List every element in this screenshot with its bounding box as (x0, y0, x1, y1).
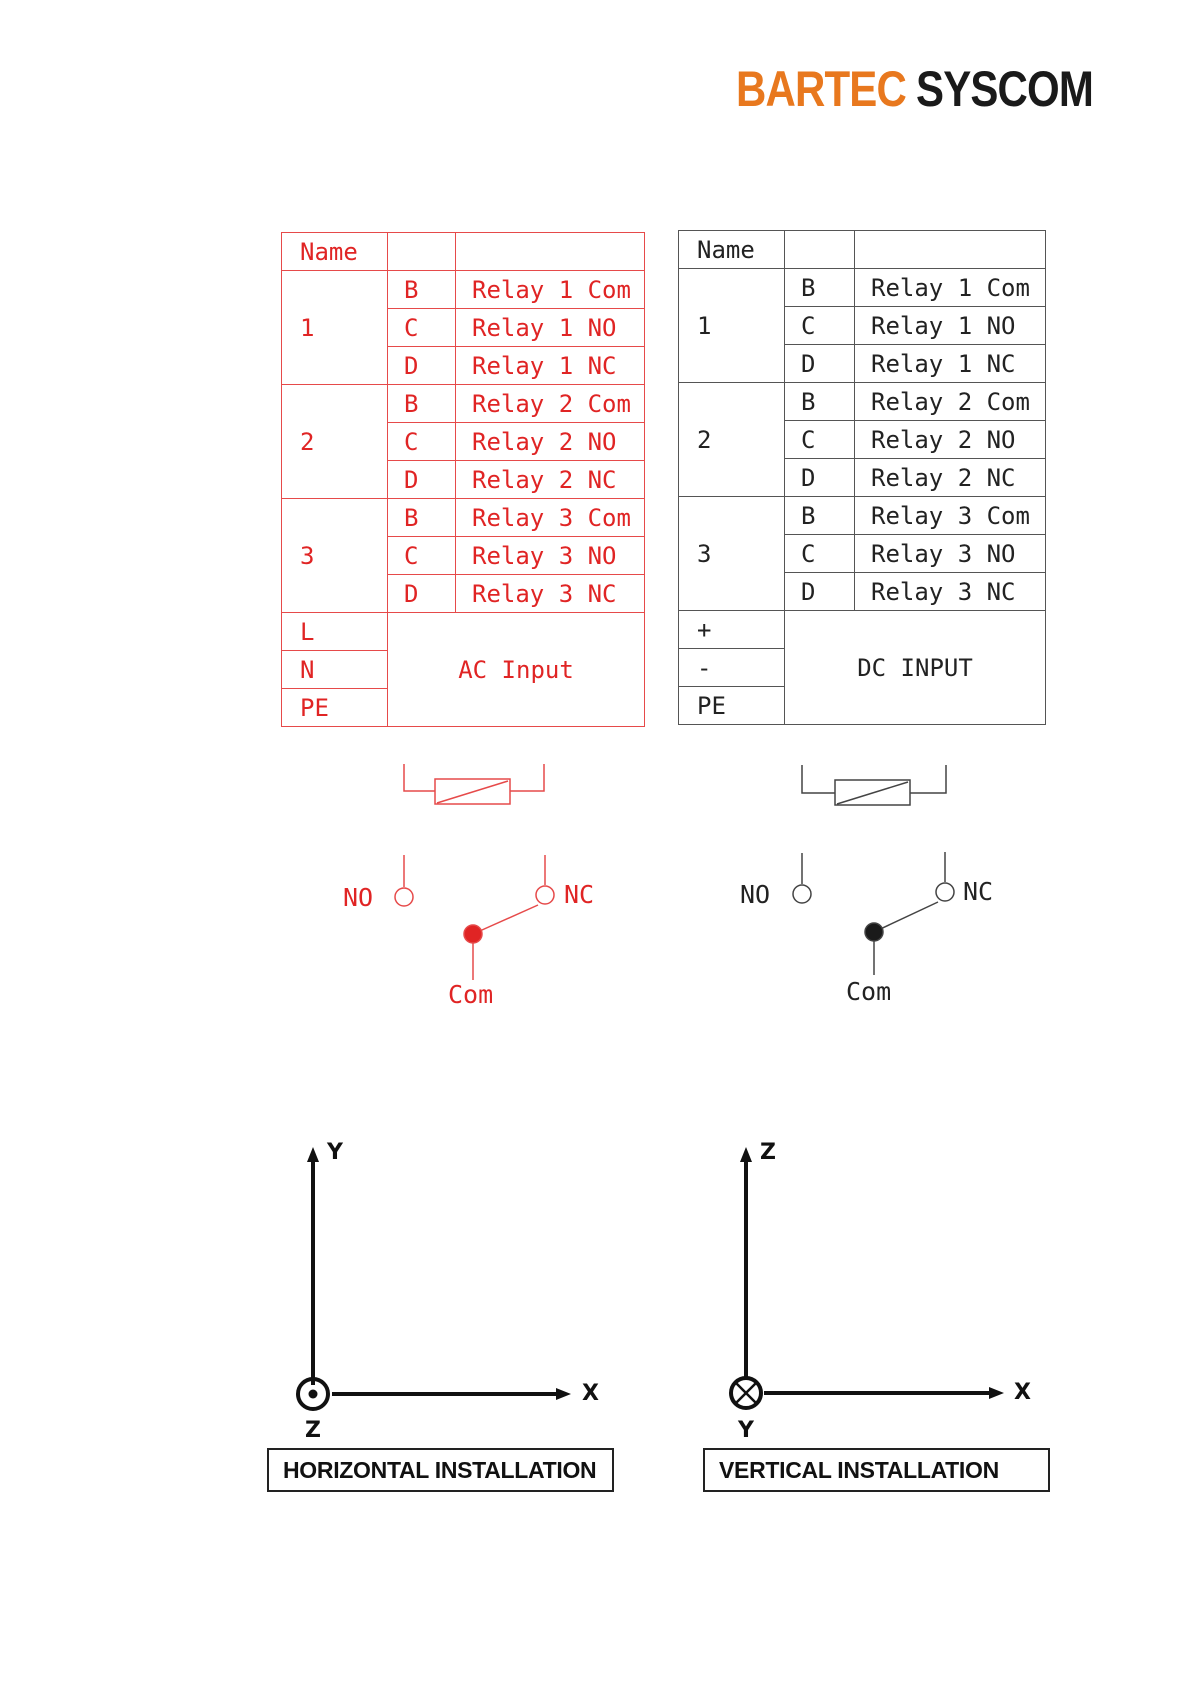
pin-cell: C (387, 422, 456, 461)
ac-pinout-table: Name 1 B Relay 1 Com C Relay 1 NO D Rela… (281, 232, 645, 727)
signal-cell: Relay 3 NC (854, 572, 1046, 611)
up-arrow-icon (307, 1147, 319, 1162)
table-row: PE (281, 688, 645, 727)
table-row: C Relay 2 NO (282, 422, 645, 461)
signal-cell: Relay 2 NO (854, 420, 1046, 459)
com-contact-icon (864, 922, 884, 942)
table-row: 3 B Relay 3 Com (678, 496, 1046, 611)
out-of-page-axis-icon (296, 1377, 330, 1411)
ac-nc-label: NC (564, 880, 595, 909)
dc-relay-contacts (792, 852, 955, 975)
pin-cell: D (387, 346, 456, 385)
pin-cell: C (784, 534, 855, 573)
signal-cell: Relay 2 NC (455, 460, 645, 499)
table-row: C Relay 3 NO (679, 534, 1046, 573)
nc-contact-icon (535, 885, 555, 905)
horizontal-y-axis-label: Y (327, 1140, 343, 1165)
power-pin: PE (281, 688, 388, 727)
power-pin: PE (678, 686, 785, 725)
table-row: D Relay 3 NC (282, 574, 645, 613)
vertical-z-axis-label: Z (760, 1140, 776, 1165)
signal-cell: Relay 2 NC (854, 458, 1046, 497)
horizontal-z-axis-label: Z (305, 1418, 321, 1443)
vertical-x-axis-label: X (1014, 1380, 1031, 1405)
up-arrow-icon (740, 1147, 752, 1162)
pin-cell: B (784, 382, 855, 421)
into-page-axis-icon (729, 1376, 763, 1410)
pin-cell: B (784, 496, 855, 535)
power-label: AC Input (387, 612, 645, 727)
group-name: 1 (678, 268, 785, 383)
table-row: + DC INPUT (678, 610, 1046, 725)
dc-pinout-table: Name 1 B Relay 1 Com C Relay 1 NO D Rela… (678, 230, 1046, 725)
table-row: 2 B Relay 2 Com (281, 384, 645, 499)
dc-com-label: Com (846, 977, 892, 1006)
signal-cell: Relay 3 NO (854, 534, 1046, 573)
vertical-axes-diagram (729, 1147, 1004, 1410)
table-row: L AC Input (281, 612, 645, 727)
table-row: D Relay 3 NC (679, 572, 1046, 611)
pin-cell: B (387, 498, 456, 537)
no-contact-icon (792, 884, 812, 904)
table-row: D Relay 2 NC (282, 460, 645, 499)
dc-no-label: NO (740, 880, 771, 909)
pin-cell: D (784, 344, 855, 383)
right-arrow-icon (989, 1387, 1004, 1399)
pin-cell: C (784, 306, 855, 345)
nc-contact-icon (935, 882, 955, 902)
dc-relay-coil-symbol (801, 765, 947, 806)
signal-cell: Relay 3 NC (455, 574, 645, 613)
table-row: 1 B Relay 1 Com (678, 268, 1046, 383)
signal-cell: Relay 2 Com (455, 384, 645, 423)
signal-cell: Relay 1 NO (854, 306, 1046, 345)
table-row: D Relay 2 NC (679, 458, 1046, 497)
no-contact-icon (394, 887, 414, 907)
horizontal-x-axis-label: X (582, 1381, 599, 1406)
pin-cell: D (784, 572, 855, 611)
table-header-row: Name (281, 232, 645, 271)
signal-cell: Relay 1 NC (455, 346, 645, 385)
logo-bartec: BARTEC (736, 61, 907, 117)
pin-cell: C (387, 308, 456, 347)
signal-cell: Relay 1 Com (455, 270, 645, 309)
logo-syscom: SYSCOM (916, 61, 1094, 117)
power-label: DC INPUT (784, 610, 1046, 725)
pin-cell: B (784, 268, 855, 307)
signal-cell: Relay 3 Com (455, 498, 645, 537)
dc-nc-label: NC (963, 877, 994, 906)
table-row: 2 B Relay 2 Com (678, 382, 1046, 497)
table-row: C Relay 1 NO (282, 308, 645, 347)
vertical-y-axis-label: Y (738, 1418, 754, 1443)
table-row: 3 B Relay 3 Com (281, 498, 645, 613)
signal-cell: Relay 2 Com (854, 382, 1046, 421)
table-row: PE (678, 686, 1046, 725)
power-pin: + (678, 610, 785, 649)
table-row: C Relay 3 NO (282, 536, 645, 575)
signal-cell: Relay 2 NO (455, 422, 645, 461)
table-row: D Relay 1 NC (282, 346, 645, 385)
signal-cell: Relay 1 NO (455, 308, 645, 347)
ac-no-label: NO (343, 883, 374, 912)
ac-relay-contacts (394, 855, 555, 980)
name-header: Name (281, 232, 388, 271)
right-arrow-icon (556, 1388, 571, 1400)
pin-cell: D (784, 458, 855, 497)
table-row: C Relay 1 NO (679, 306, 1046, 345)
group-name: 2 (678, 382, 785, 497)
signal-cell: Relay 3 NO (455, 536, 645, 575)
vertical-installation-caption: VERTICAL INSTALLATION (703, 1448, 1050, 1492)
group-name: 2 (281, 384, 388, 499)
ac-relay-coil-symbol (403, 764, 545, 805)
table-row: C Relay 2 NO (679, 420, 1046, 459)
group-name: 3 (678, 496, 785, 611)
ac-com-label: Com (448, 980, 494, 1009)
signal-cell: Relay 3 Com (854, 496, 1046, 535)
group-name: 3 (281, 498, 388, 613)
com-contact-icon (463, 924, 483, 944)
horizontal-installation-caption: HORIZONTAL INSTALLATION (267, 1448, 614, 1492)
pin-cell: D (387, 460, 456, 499)
horizontal-axes-diagram (296, 1147, 571, 1411)
